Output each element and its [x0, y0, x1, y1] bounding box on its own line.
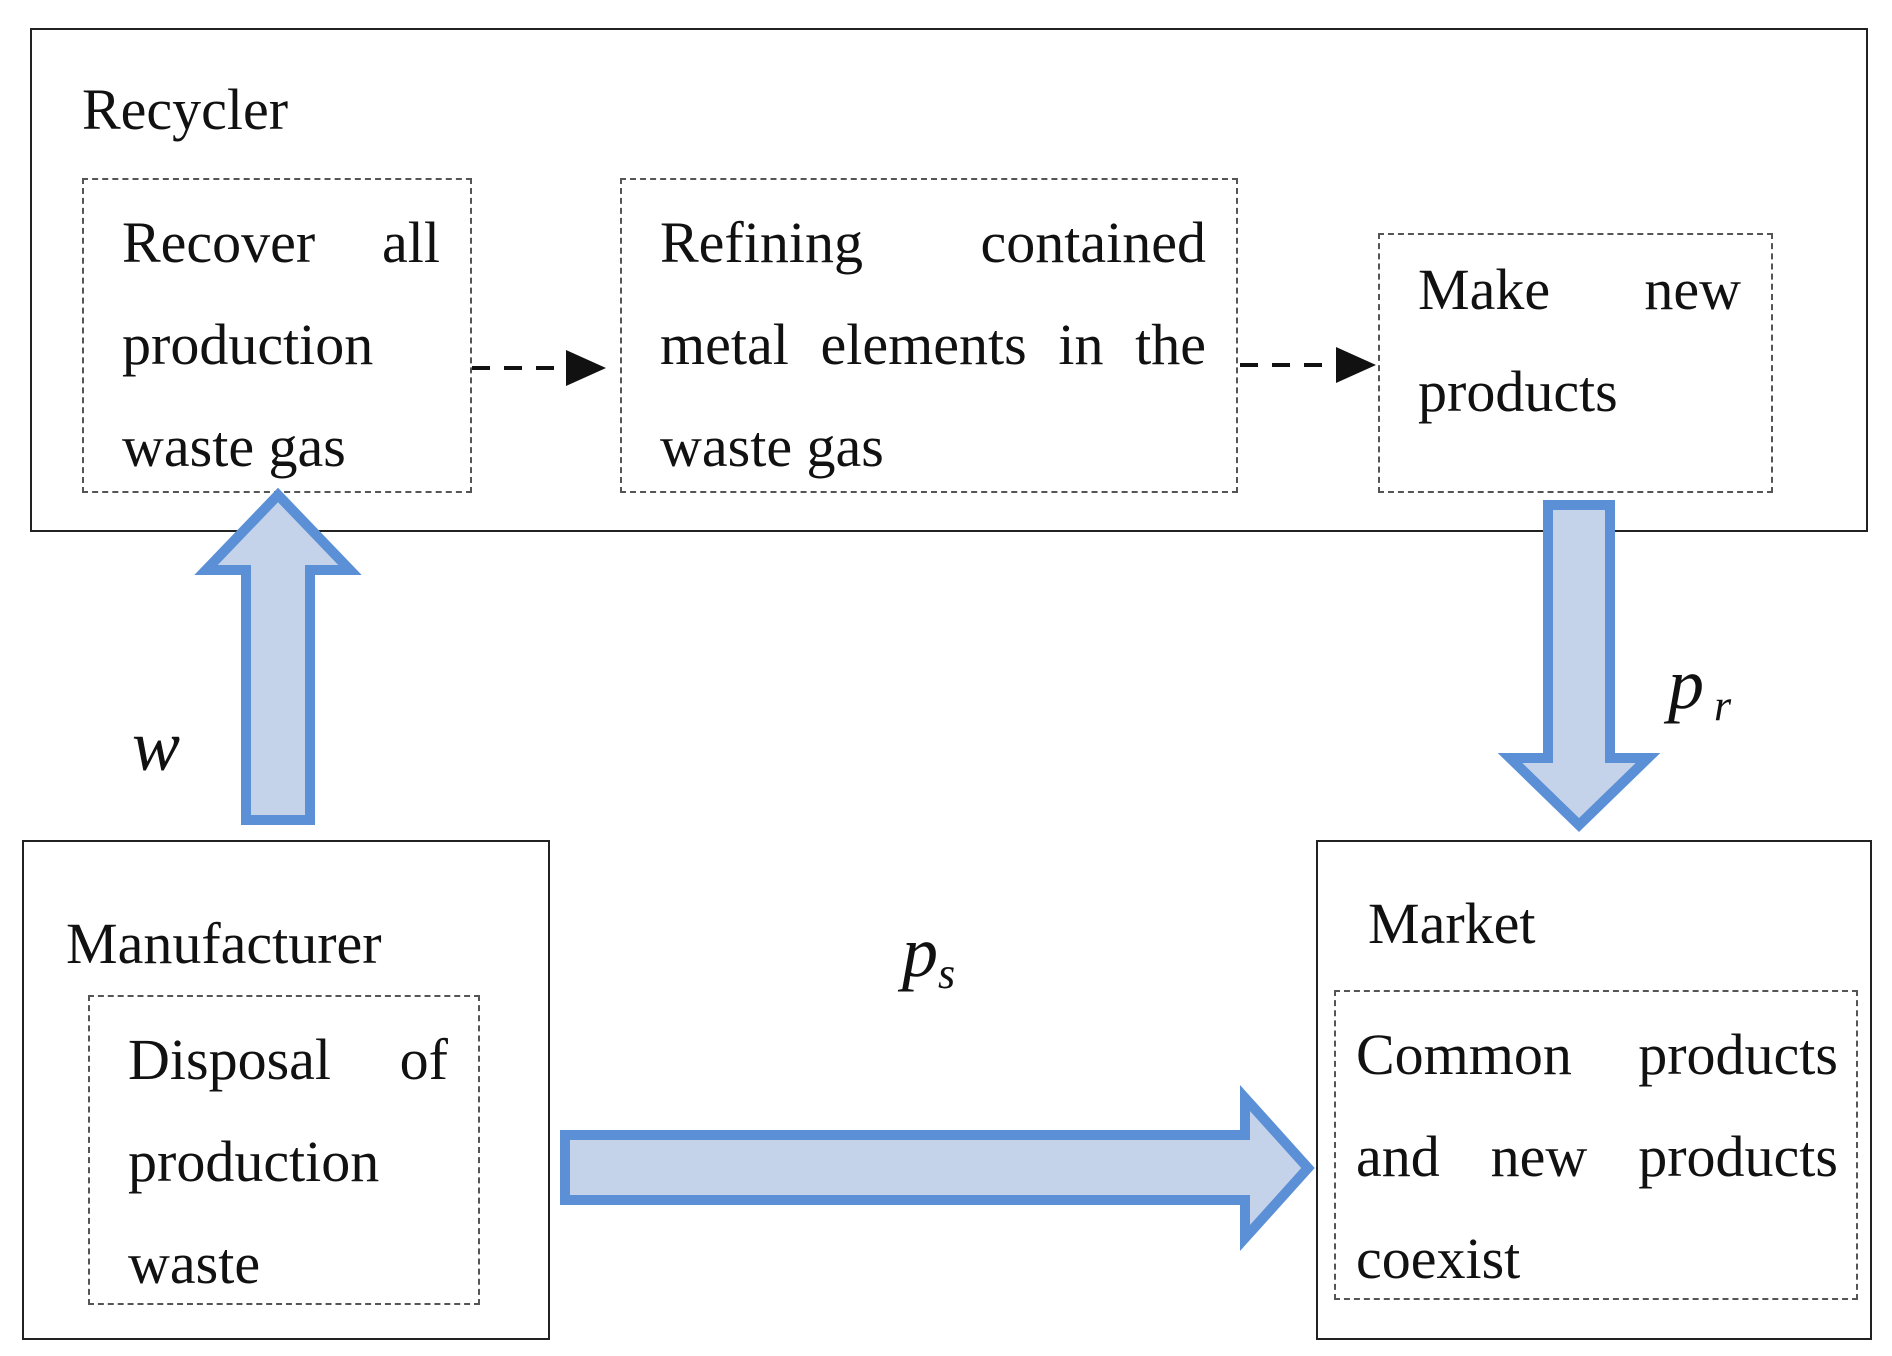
pr-subscript: r: [1714, 681, 1732, 730]
recycler-box: Recycler: [30, 28, 1868, 532]
manufacturer-box: Manufacturer: [22, 840, 550, 1340]
market-title: Market: [1368, 891, 1536, 956]
pr-symbol: p: [1668, 644, 1704, 724]
recycler-step-recover: Recover all production waste gas: [82, 178, 472, 493]
recycler-step-refining: Refining contained metal elements in the…: [620, 178, 1238, 493]
pr-flow-arrow: [1497, 500, 1661, 832]
dashed-arrow-refining-to-make: [1240, 347, 1376, 383]
w-flow-arrow: [194, 487, 362, 825]
ps-flow-label: ps: [902, 916, 955, 1010]
w-symbol: w: [132, 706, 181, 786]
recycler-title: Recycler: [82, 77, 289, 142]
ps-symbol: p: [902, 912, 938, 992]
manufacturer-activity: Disposal of production waste: [88, 995, 480, 1305]
w-flow-label: w: [132, 710, 180, 782]
market-box: Market: [1316, 840, 1872, 1340]
ps-flow-arrow: [560, 1084, 1315, 1252]
ps-subscript: s: [938, 949, 956, 998]
market-activity: Common products and new products coexist: [1334, 990, 1858, 1300]
manufacturer-title: Manufacturer: [66, 911, 382, 976]
dashed-arrow-recover-to-refining: [472, 350, 606, 386]
recycler-step-make-new-products: Make new products: [1378, 233, 1773, 493]
